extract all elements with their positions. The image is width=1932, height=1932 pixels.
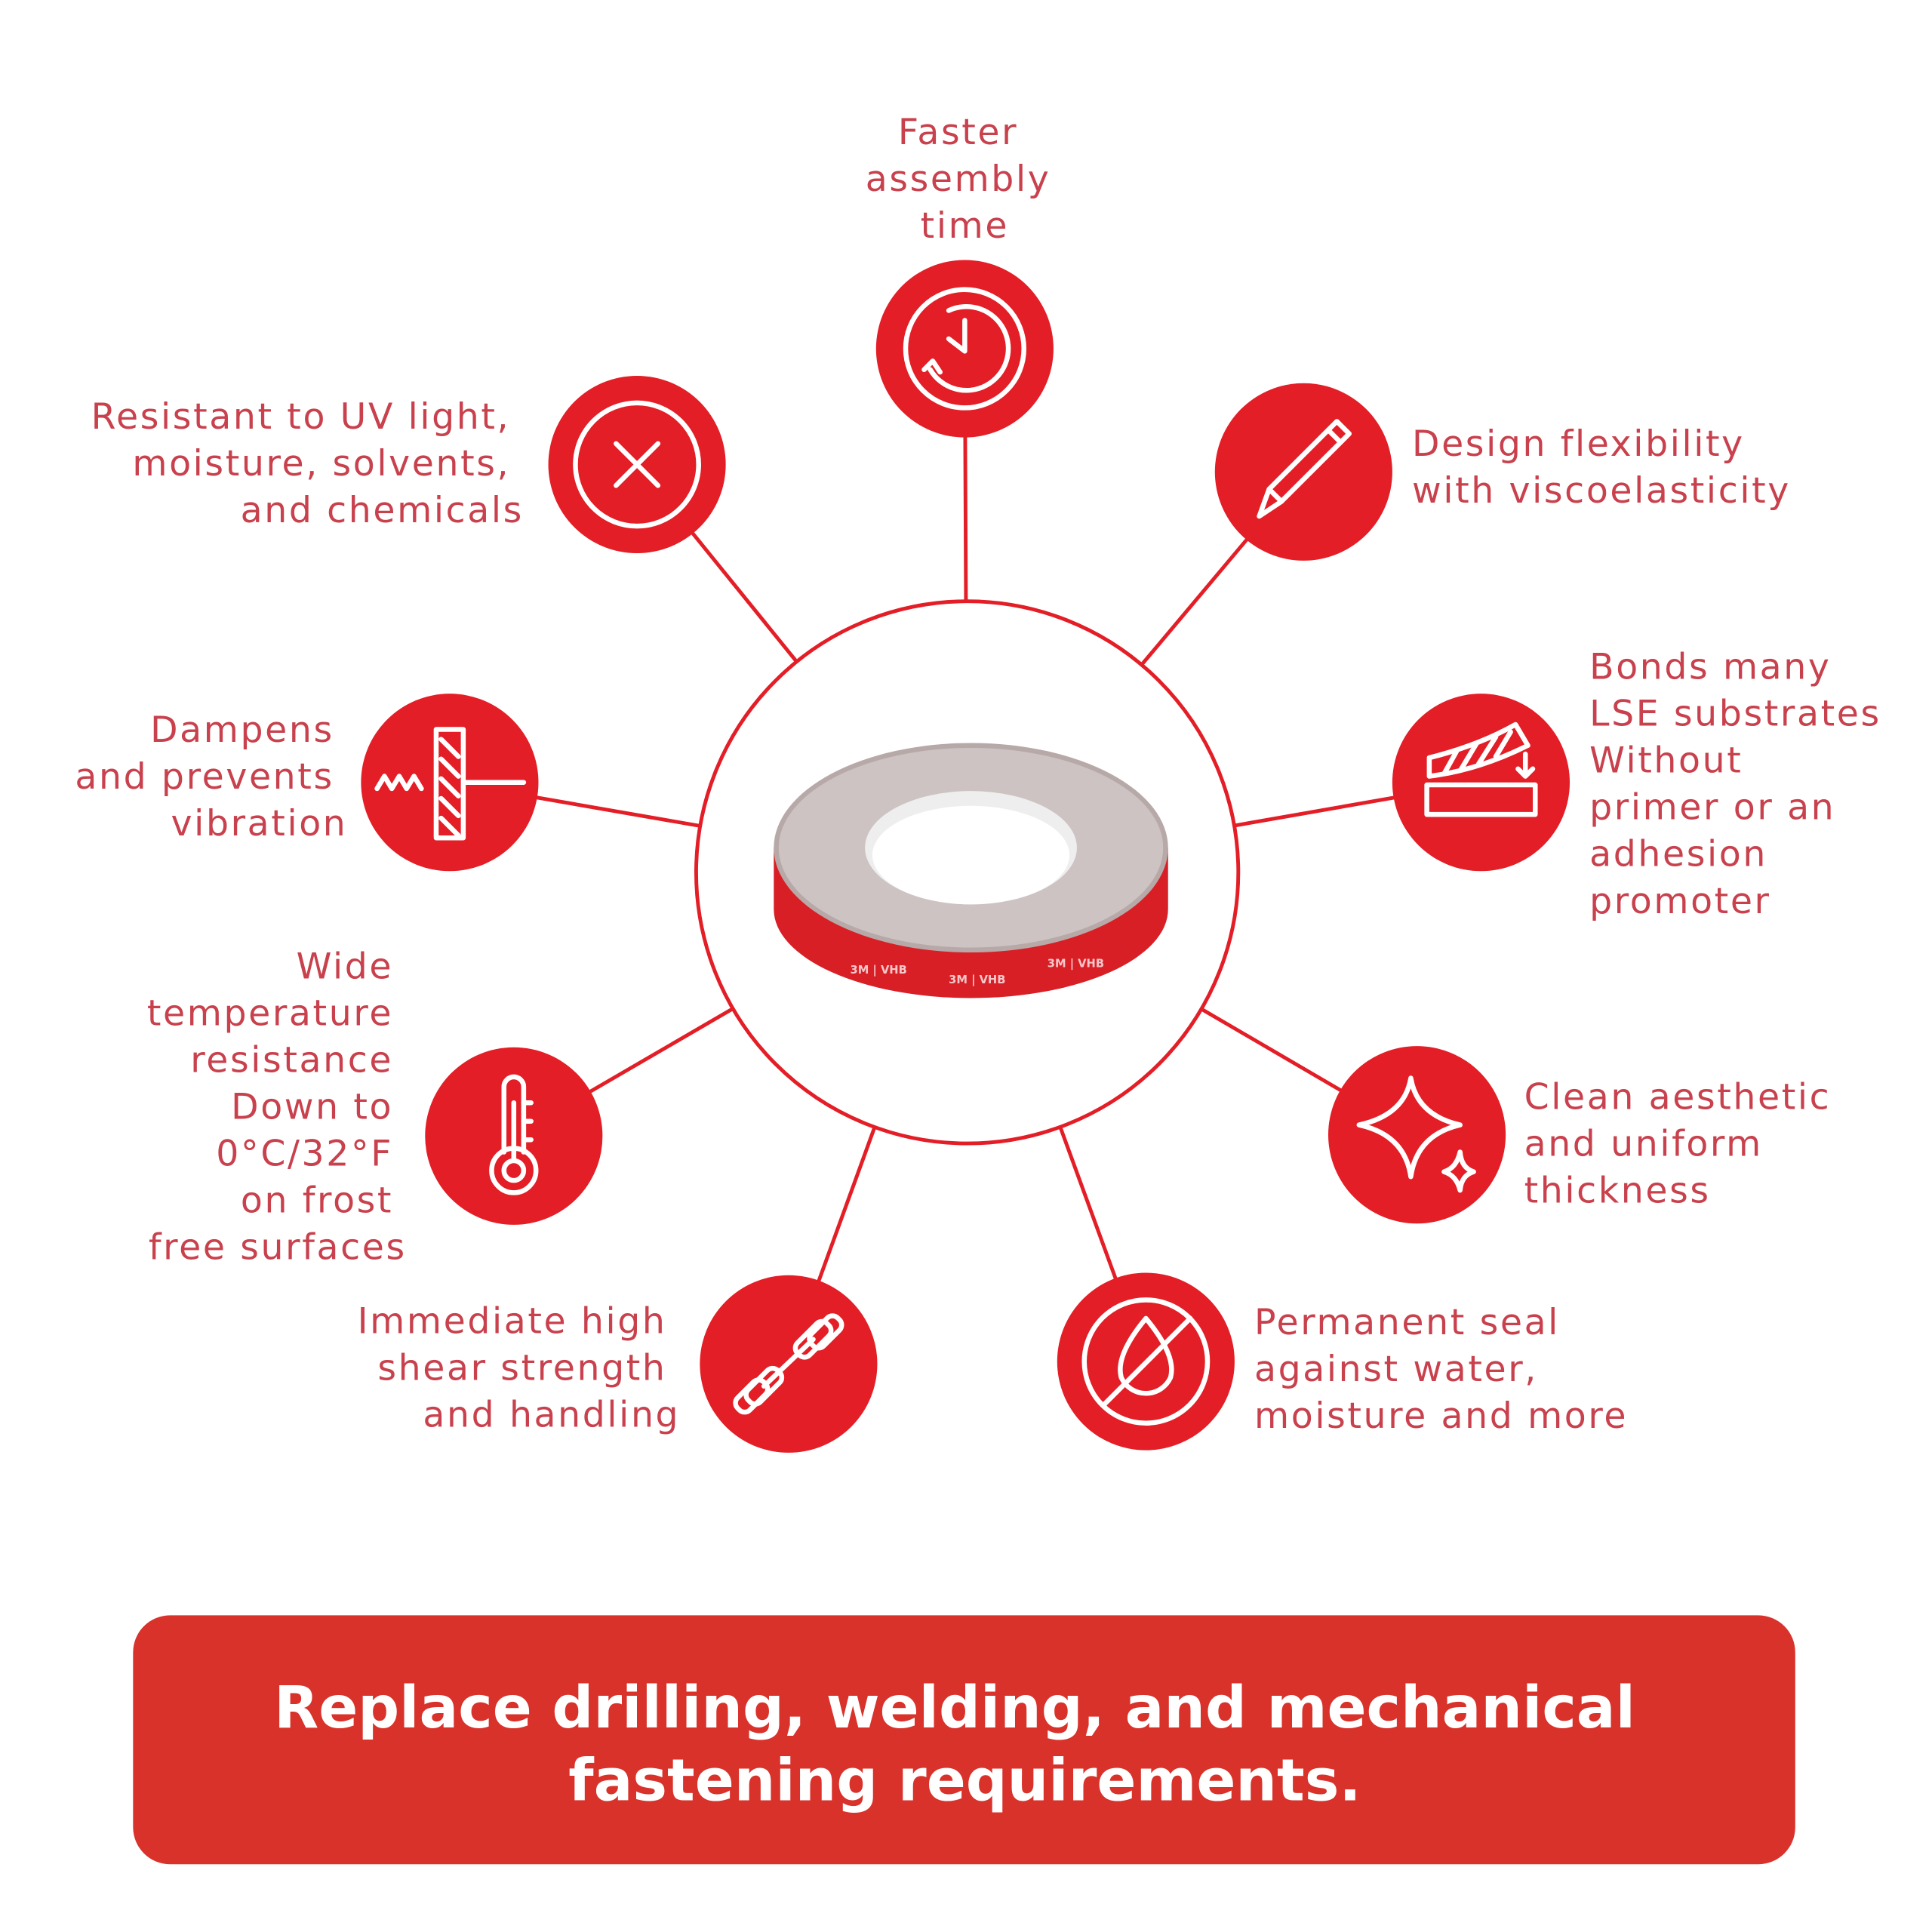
tape-print: 3M | VHB — [1048, 958, 1104, 971]
vibration-icon — [374, 727, 527, 841]
feature-label-clean: Clean aesthetic and uniform thickness — [1524, 1076, 1844, 1211]
x-circle-icon — [573, 400, 701, 529]
bond-surface-icon — [1424, 721, 1538, 817]
feature-circle — [361, 694, 539, 872]
feature-label-shear: Immediate high shear strength and handli… — [358, 1301, 681, 1436]
tape-print: 3M | VHB — [851, 964, 907, 977]
clock-icon — [903, 287, 1026, 411]
feature-label-bonds: Bonds many LSE substrates Without primer… — [1589, 647, 1894, 922]
no-water-icon — [1081, 1297, 1211, 1426]
banner-text: Replace drilling, welding, and mechanica… — [274, 1675, 1655, 1814]
feature-label-temperature: Wide temperature resistance Down to 0°C/… — [147, 946, 407, 1268]
tape-print: 3M | VHB — [949, 974, 1005, 986]
feature-circle — [1214, 383, 1392, 561]
feature-label-dampens: Dampens and prevents vibration — [75, 709, 347, 844]
dumbbell-icon — [733, 1313, 844, 1415]
thermometer-icon — [489, 1074, 539, 1195]
feature-circle — [1328, 1046, 1506, 1224]
sparkle-icon — [1356, 1075, 1476, 1193]
banner — [133, 1615, 1795, 1865]
feature-label-seal: Permanent seal against water, moisture a… — [1254, 1302, 1628, 1437]
tape-roll-image: 3M | VHB 3M | VHB 3M | VHB — [774, 743, 1168, 998]
feature-label-resistant: Resistant to UV light, moisture, solvent… — [91, 396, 524, 531]
feature-label-assembly: Faster assembly time — [866, 112, 1064, 247]
pencil-icon — [1257, 419, 1352, 519]
feature-label-design: Design flexibility with viscoelasticity — [1412, 423, 1791, 512]
